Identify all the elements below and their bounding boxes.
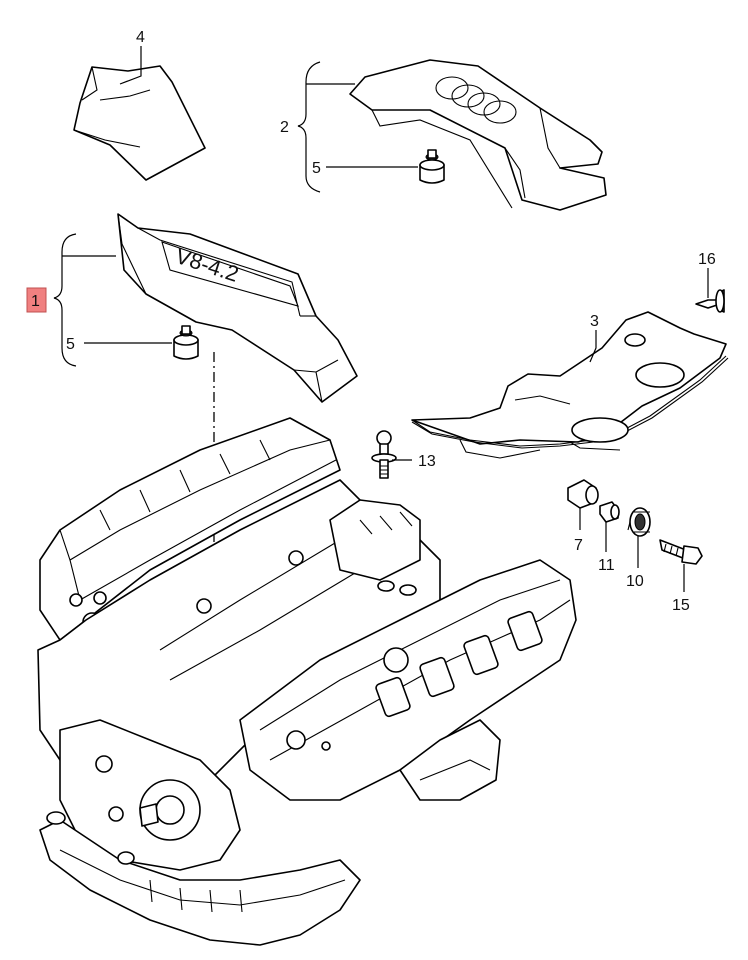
callout-4[interactable]: 4	[136, 29, 145, 46]
part-4-insulation-mat	[73, 65, 206, 181]
callout-13[interactable]: 13	[418, 453, 436, 470]
callout-1[interactable]: 1	[31, 293, 40, 310]
part-11-bushing	[599, 501, 620, 523]
part-3-heat-shield	[411, 311, 729, 459]
engine-block	[37, 417, 577, 946]
part-15-bolt	[659, 539, 703, 565]
part-2-engine-cover	[349, 59, 607, 211]
callout-15[interactable]: 15	[672, 597, 690, 614]
callout-2[interactable]: 2	[280, 119, 289, 136]
callout-5-lower[interactable]: 5	[66, 336, 75, 353]
part-13-ball-stud	[371, 430, 397, 479]
part-1-v8-cover: V8-4.2	[117, 213, 358, 403]
callout-7[interactable]: 7	[574, 537, 583, 554]
part-10-grommet	[627, 507, 651, 537]
leader-lines	[53, 46, 709, 592]
part-5-grommet-lower	[173, 325, 199, 360]
callout-3[interactable]: 3	[590, 313, 599, 330]
callout-10[interactable]: 10	[626, 573, 644, 590]
rings-logo	[435, 76, 517, 124]
callout-labels: 1 2 3 4 5 5 7 10 11 13 15 16	[26, 29, 716, 614]
callout-5-upper[interactable]: 5	[312, 160, 321, 177]
callout-16[interactable]: 16	[698, 251, 716, 268]
callout-11[interactable]: 11	[598, 557, 615, 574]
part-16-bolt	[695, 289, 725, 313]
part-7-plug	[567, 479, 599, 509]
callout-1-highlight	[26, 287, 47, 313]
part-5-grommet-upper	[419, 149, 445, 184]
